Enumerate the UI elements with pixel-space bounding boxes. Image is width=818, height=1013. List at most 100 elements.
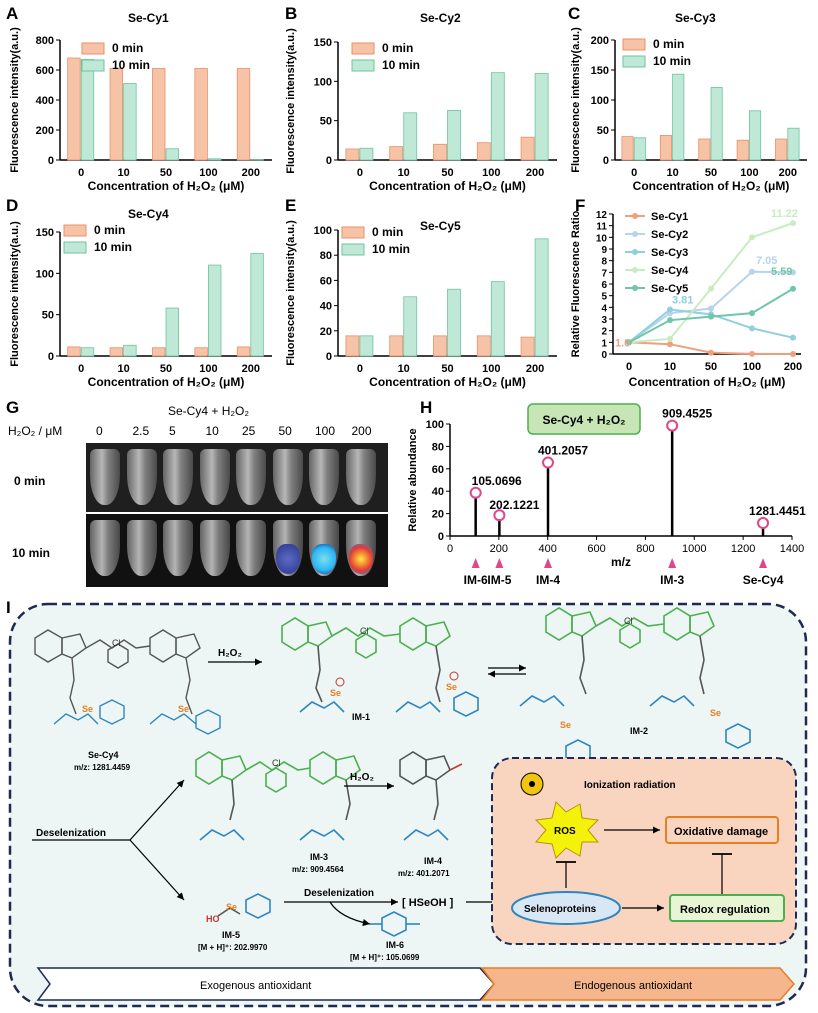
bar-0min — [621, 136, 634, 161]
y-tick-label: 100 — [591, 95, 609, 107]
bar-10min — [359, 147, 374, 161]
y-axis-label: Fluorescence intensity(a.u.) — [9, 27, 21, 173]
x-tick-label: 0 — [447, 543, 453, 555]
series-point — [790, 285, 796, 292]
deselenization-label-1: Deselenization — [36, 828, 106, 839]
legend-swatch — [351, 42, 375, 55]
series-point — [790, 269, 796, 276]
g-conc-label: 100 — [315, 424, 336, 438]
h2o2-arrow-1-label: H₂O₂ — [218, 648, 242, 659]
legend-label: Se-Cy5 — [651, 283, 688, 295]
x-tick-label: 0 — [626, 361, 632, 373]
legend-label: 10 min — [112, 58, 150, 72]
g-conc-label: 10 — [205, 424, 219, 438]
g-conc-label: 50 — [278, 424, 292, 438]
bar-0min — [67, 57, 81, 161]
y-tick-label: 60 — [432, 464, 444, 476]
x-axis-label: Concentration of H₂O₂ (μM) — [369, 375, 526, 389]
bar-0min — [659, 134, 672, 161]
im1-structure — [281, 617, 479, 717]
im5-name: IM-4 — [0, 598, 2, 599]
x-tick-label: 1400 — [780, 543, 804, 555]
im3-mass: m/z: 909.4564 — [292, 865, 344, 874]
x-tick-label: 400 — [539, 543, 557, 555]
y-tick-label: 10 — [596, 233, 608, 244]
bar-10min — [250, 253, 264, 357]
legend-marker — [632, 231, 638, 237]
legend-swatch — [622, 38, 646, 51]
x-axis-label: Concentration of H₂O₂ (μM) — [629, 375, 786, 389]
x-tick-label: 0 — [631, 167, 637, 179]
x-tick-label: 100 — [740, 167, 758, 179]
x-tick-label: 1200 — [731, 543, 755, 555]
tube — [90, 520, 120, 576]
legend-marker — [632, 285, 638, 291]
bar-0min — [389, 335, 404, 357]
legend-swatch — [341, 243, 365, 256]
y-tick-label: 600 — [36, 65, 54, 77]
peak-arrow — [759, 558, 768, 568]
oxidative-box — [665, 816, 779, 844]
value-annotation: 5.59 — [771, 266, 792, 278]
tube — [163, 520, 193, 576]
value-annotation: 1.0 — [615, 337, 630, 349]
y-tick-label: 100 — [426, 419, 444, 431]
bar-10min — [207, 158, 222, 161]
x-tick-label: 10 — [117, 167, 129, 179]
peak-marker — [542, 456, 555, 469]
bar-10min — [403, 112, 418, 161]
g-photo-0min — [86, 443, 388, 512]
x-axis-label: Concentration of H₂O₂ (μM) — [88, 179, 245, 193]
svg-text:HO: HO — [206, 914, 220, 924]
bar-10min — [787, 127, 800, 161]
bar-10min — [80, 347, 95, 357]
bar-0min — [736, 139, 749, 161]
y-tick-label: 100 — [314, 76, 332, 88]
series-point — [667, 341, 673, 348]
chart-title: Se-Cy2 — [420, 11, 461, 25]
bar-10min — [748, 110, 762, 161]
series-point — [790, 220, 796, 227]
legend-label: 0 min — [112, 41, 143, 55]
tube — [126, 449, 157, 505]
im3-name: IM-3 — [310, 852, 328, 862]
y-tick-label: 80 — [320, 250, 332, 262]
bar-10min — [490, 72, 505, 161]
x-tick-label: 200 — [490, 543, 508, 555]
peak-label: 202.1221 — [489, 498, 539, 512]
y-tick-label: 12 — [596, 210, 608, 221]
tube — [345, 449, 376, 505]
bar-0min — [698, 138, 711, 161]
y-tick-label: 150 — [314, 37, 332, 49]
x-tick-label: 50 — [705, 167, 717, 179]
series-point — [708, 349, 714, 356]
im3-structure — [195, 751, 361, 841]
series-point — [790, 334, 796, 341]
tube — [272, 449, 303, 505]
y-tick-label: 60 — [320, 275, 332, 287]
im6-mass: [M + H]⁺: 105.0699 — [350, 953, 420, 962]
bar-0min — [520, 336, 535, 357]
ros-burst — [534, 801, 600, 859]
g-row-header: H₂O₂ / μM — [8, 424, 63, 438]
y-tick-label: 0 — [603, 155, 609, 167]
y-tick-label: 0 — [326, 351, 332, 363]
legend-label: 0 min — [653, 37, 684, 51]
chart-title: Se-Cy3 — [675, 11, 716, 25]
series-point — [708, 313, 714, 320]
se-cy4-mass: m/z: 1281.4459 — [74, 763, 131, 772]
bar-10min — [490, 281, 505, 357]
svg-text:Se: Se — [178, 704, 189, 714]
bar-0min — [109, 68, 123, 161]
selenoproteins-label: Selenoproteins — [524, 904, 597, 915]
g-conc-label: 0 — [96, 424, 103, 438]
x-tick-label: 50 — [160, 167, 172, 179]
legend-swatch — [622, 55, 646, 68]
ros-label: ROS — [554, 826, 576, 837]
series-point — [749, 234, 755, 241]
cl-label-1: Cl — [112, 638, 121, 648]
